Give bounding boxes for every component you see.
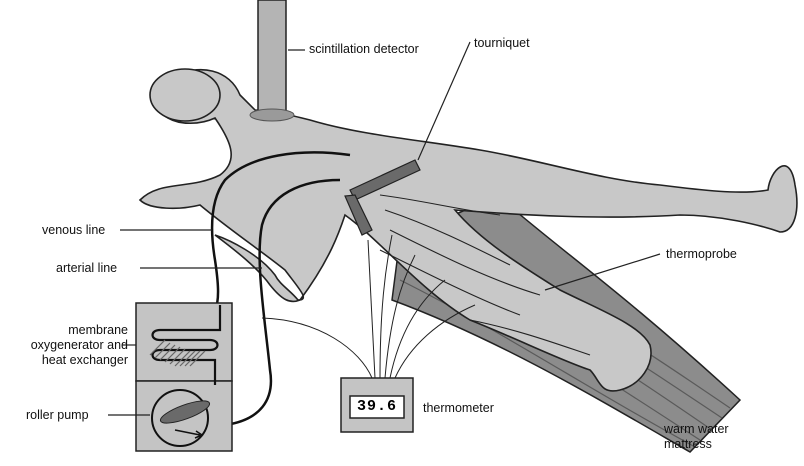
scintillation-detector — [258, 0, 286, 112]
label-warm-water: warm water — [664, 422, 729, 436]
label-heat-exchanger: heat exchanger — [0, 353, 128, 367]
label-scintillation-detector: scintillation detector — [309, 42, 419, 56]
label-thermoprobe: thermoprobe — [666, 247, 737, 261]
label-arterial-line: arterial line — [56, 261, 117, 275]
label-venous-line: venous line — [42, 223, 105, 237]
patient-body — [140, 70, 797, 391]
patient-head — [150, 69, 220, 121]
label-roller-pump: roller pump — [26, 408, 89, 422]
label-mattress: mattress — [664, 437, 712, 451]
thermometer-reading: 39.6 — [350, 397, 404, 417]
detector-base — [250, 109, 294, 121]
label-membrane: membrane — [0, 323, 128, 337]
label-thermometer: thermometer — [423, 401, 494, 415]
label-tourniquet: tourniquet — [474, 36, 530, 50]
label-oxygenerator: oxygenerator and — [0, 338, 128, 352]
